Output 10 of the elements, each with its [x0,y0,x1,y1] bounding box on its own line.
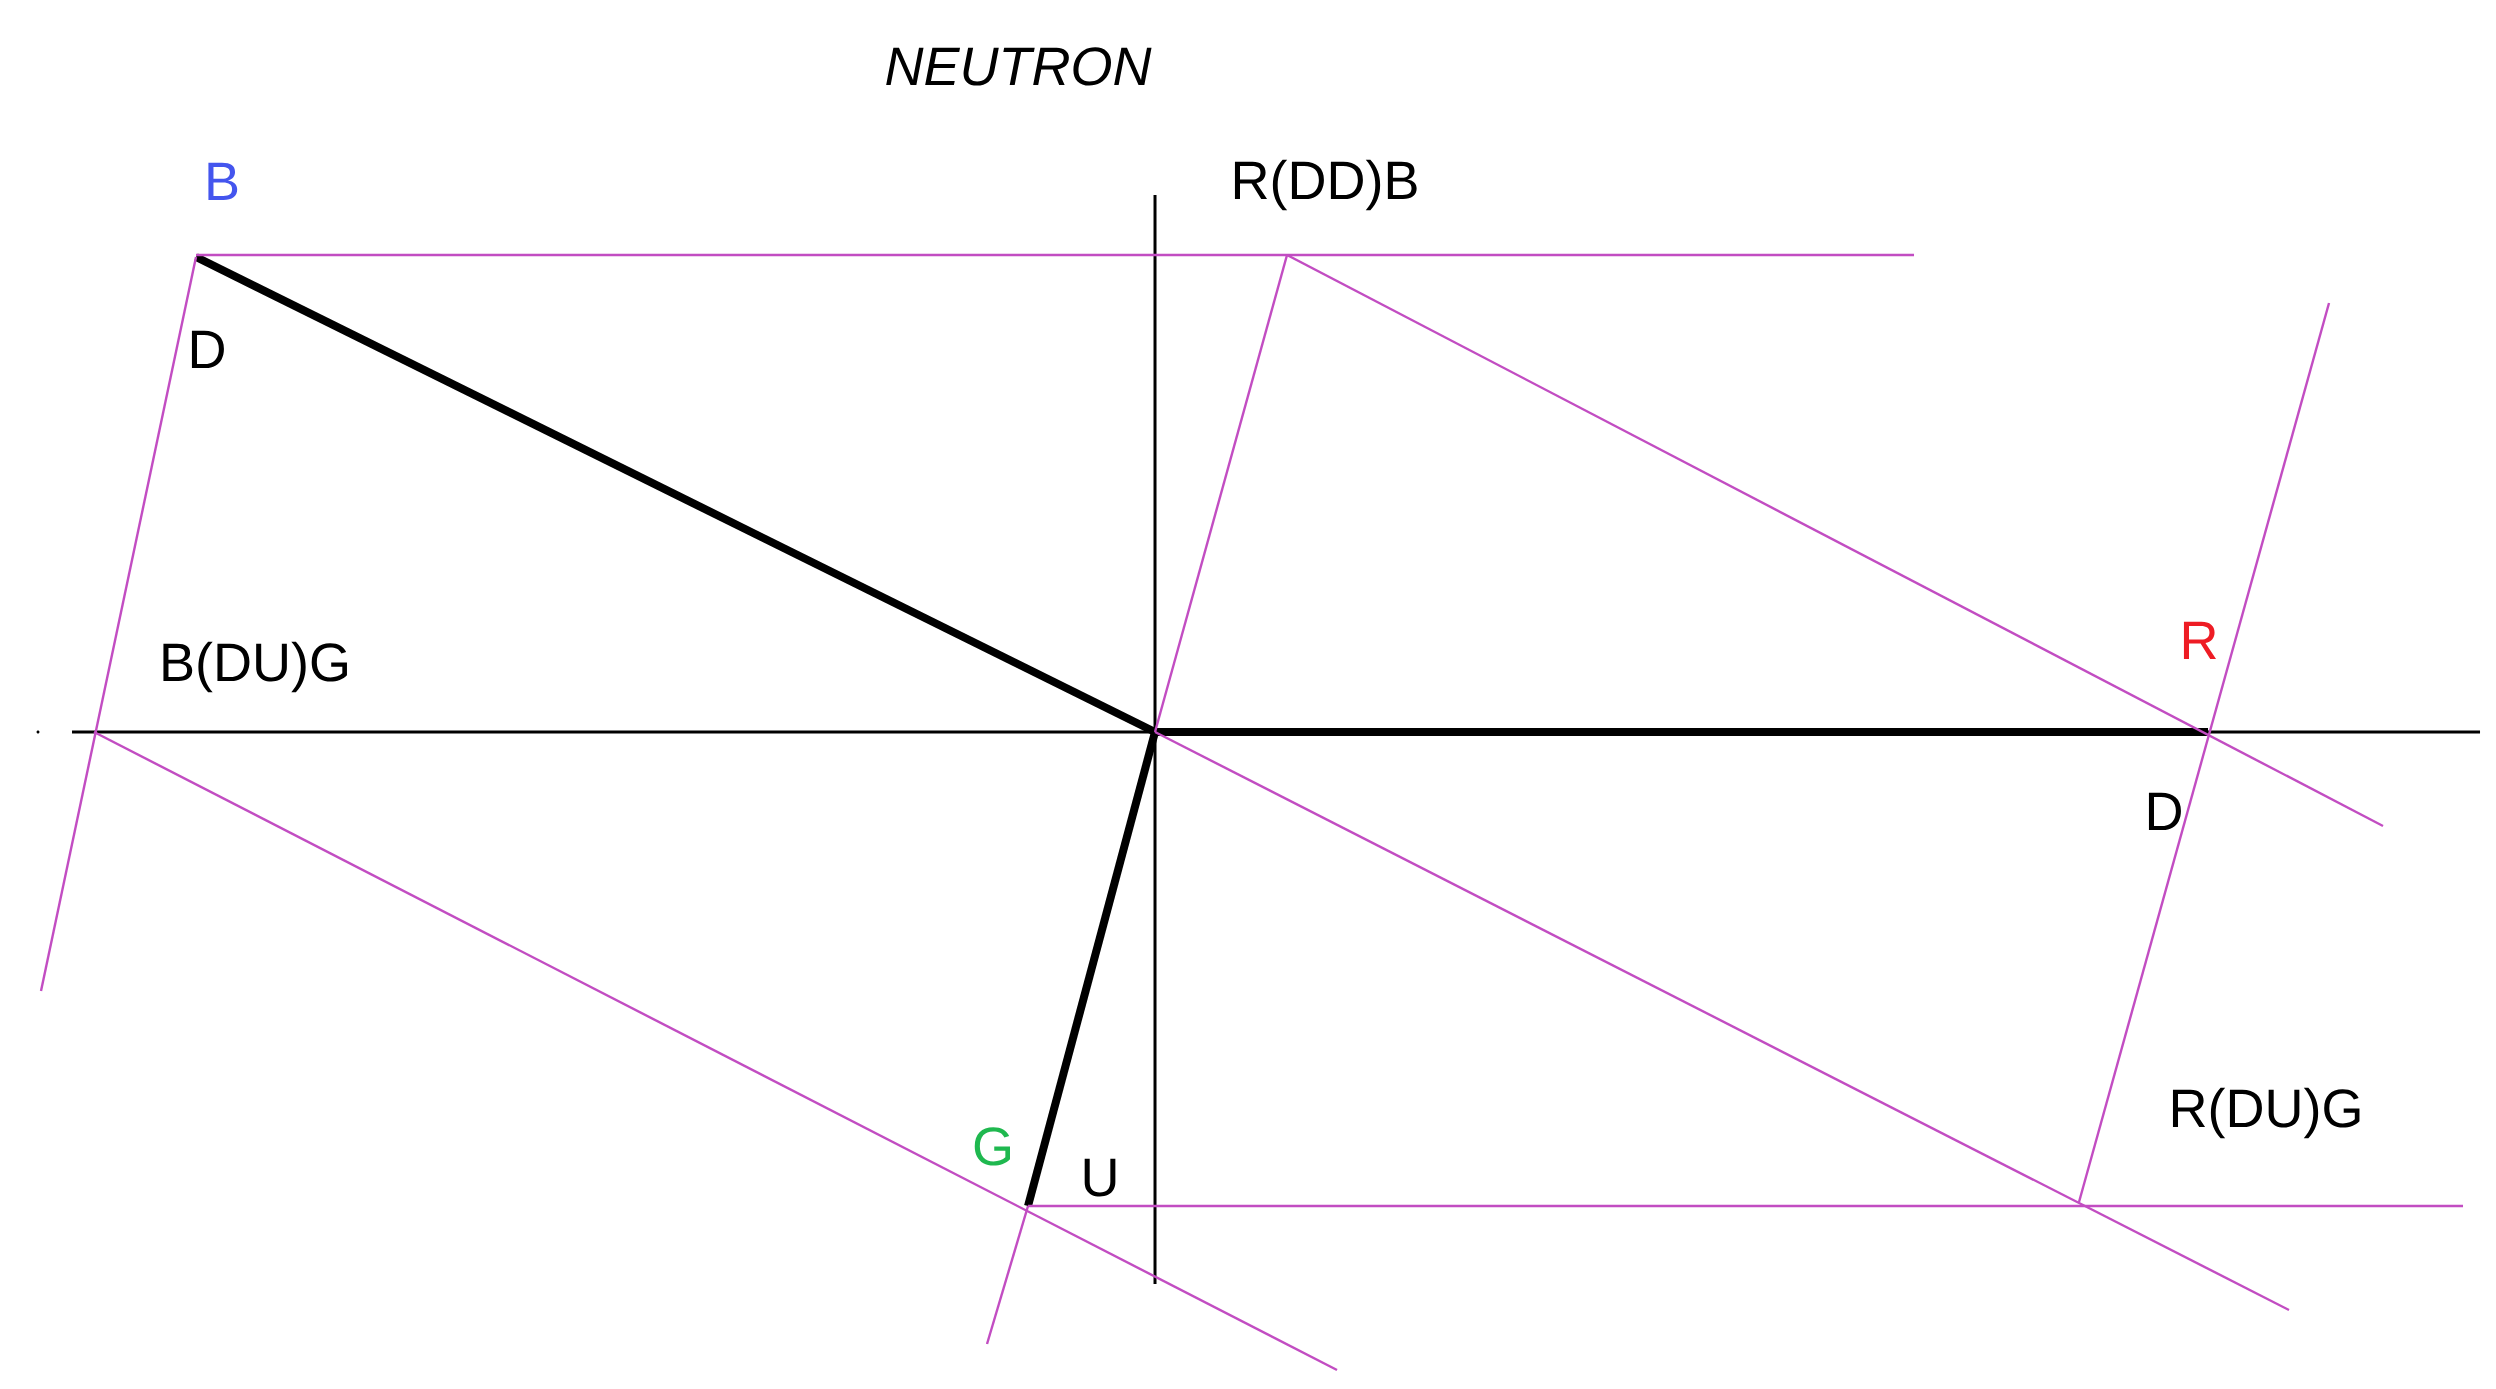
point-label: D [191,330,224,368]
title: NEUTRON [886,47,1152,86]
point-label: R [2183,621,2217,659]
point-label: G [974,1127,1010,1166]
point-label: R(DD)B [1234,159,1417,211]
point-label: D [2148,792,2181,830]
point-label: B(DU)G [163,641,347,693]
point-label: R(DU)G [2172,1087,2360,1139]
point-label: U [1084,1158,1116,1197]
point-label: B [208,162,238,200]
